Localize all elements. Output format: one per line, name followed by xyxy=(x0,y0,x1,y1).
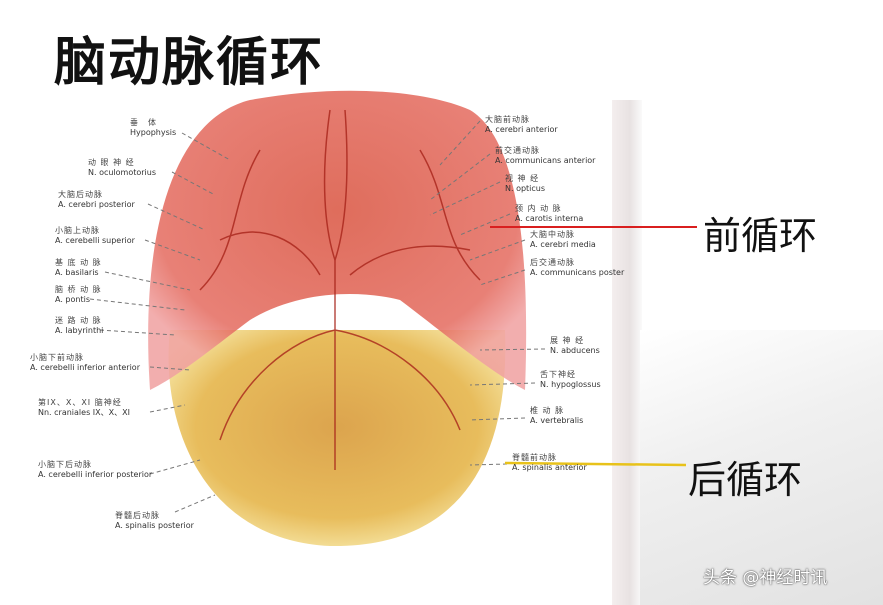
background-screens xyxy=(640,330,883,605)
label-chinese: 后交通动脉 xyxy=(530,258,575,267)
leader-line xyxy=(469,417,526,421)
label-latin: A. cerebri posterior xyxy=(58,200,135,209)
book-page-edge xyxy=(612,100,642,605)
label-chinese: 颈 内 动 脉 xyxy=(515,204,562,213)
label-latin: A. communicans poster xyxy=(530,268,625,277)
label-latin: A. cerebelli superior xyxy=(55,236,135,245)
label-latin: A. spinalis anterior xyxy=(512,463,587,472)
leader-line xyxy=(479,348,546,351)
label-latin: A. communicans anterior xyxy=(495,156,596,165)
label-latin: A. cerebri anterior xyxy=(485,125,558,134)
posterior-circulation-label: 后循环 xyxy=(688,458,803,502)
label-chinese: 脊髓前动脉 xyxy=(512,453,557,462)
label-latin: A. cerebelli inferior posterior xyxy=(38,470,153,479)
leader-line xyxy=(429,153,491,201)
leader-line xyxy=(149,459,201,475)
leader-line xyxy=(459,213,511,236)
label-chinese: 大脑前动脉 xyxy=(485,115,530,124)
leader-line xyxy=(104,271,191,291)
watermark: 头条 @神经时讯 xyxy=(703,568,828,588)
label-latin: A. cerebri media xyxy=(530,240,596,249)
label-latin: A. vertebralis xyxy=(530,416,584,425)
label-chinese: 动 眼 神 经 xyxy=(88,158,135,167)
leader-line xyxy=(144,239,201,261)
label-chinese: 大脑中动脉 xyxy=(530,230,575,239)
label-chinese: 展 神 经 xyxy=(550,336,585,345)
label-chinese: 迷 路 动 脉 xyxy=(55,316,102,325)
leader-line xyxy=(147,203,206,231)
label-chinese: 小脑下前动脉 xyxy=(30,353,84,362)
leader-line xyxy=(149,404,186,413)
label-latin: Nn. craniales IX、X、XI xyxy=(38,408,130,417)
leader-line xyxy=(469,239,526,261)
anterior-circulation-label: 前循环 xyxy=(703,214,818,258)
label-latin: A. spinalis posterior xyxy=(115,521,194,530)
leader-line xyxy=(181,132,231,161)
posterior-circulation-region xyxy=(168,330,506,547)
leader-line xyxy=(439,120,481,166)
label-chinese: 舌下神经 xyxy=(540,370,576,379)
label-chinese: 前交通动脉 xyxy=(495,146,540,155)
leader-line xyxy=(174,494,216,513)
label-latin: N. abducens xyxy=(550,346,600,355)
leader-line xyxy=(171,171,216,196)
label-chinese: 脑 桥 动 脉 xyxy=(55,285,102,294)
label-chinese: 大脑后动脉 xyxy=(58,190,103,199)
label-latin: Hypophysis xyxy=(130,128,177,137)
leader-line xyxy=(479,269,526,286)
label-chinese: 基 底 动 脉 xyxy=(55,258,102,267)
leader-line xyxy=(429,181,501,216)
label-latin: N. oculomotorius xyxy=(88,168,157,177)
posterior-indicator-line xyxy=(504,461,687,467)
leader-line xyxy=(89,298,186,311)
label-chinese: 第IX、X、XI 脑神经 xyxy=(38,398,122,407)
label-latin: N. opticus xyxy=(505,184,546,193)
label-latin: A. basilaris xyxy=(55,268,99,277)
label-latin: A. pontis xyxy=(55,295,90,304)
label-latin: A. cerebelli inferior anterior xyxy=(30,363,140,372)
leader-line xyxy=(469,463,508,466)
label-chinese: 小脑上动脉 xyxy=(55,226,100,235)
leader-line xyxy=(99,329,176,336)
label-chinese: 小脑下后动脉 xyxy=(38,460,92,469)
label-chinese: 椎 动 脉 xyxy=(530,406,565,415)
label-chinese: 垂 体 xyxy=(130,118,157,127)
label-chinese: 视 神 经 xyxy=(505,174,540,183)
label-chinese: 脊髓后动脉 xyxy=(115,511,160,520)
label-latin: N. hypoglossus xyxy=(540,380,601,389)
arteries xyxy=(199,109,481,470)
leader-line xyxy=(469,382,536,386)
anterior-circulation-region xyxy=(148,90,527,391)
label-latin: A. carotis interna xyxy=(515,214,584,223)
page-title: 脑动脉循环 xyxy=(54,33,325,93)
label-latin: A. labyrinthi xyxy=(55,326,104,335)
